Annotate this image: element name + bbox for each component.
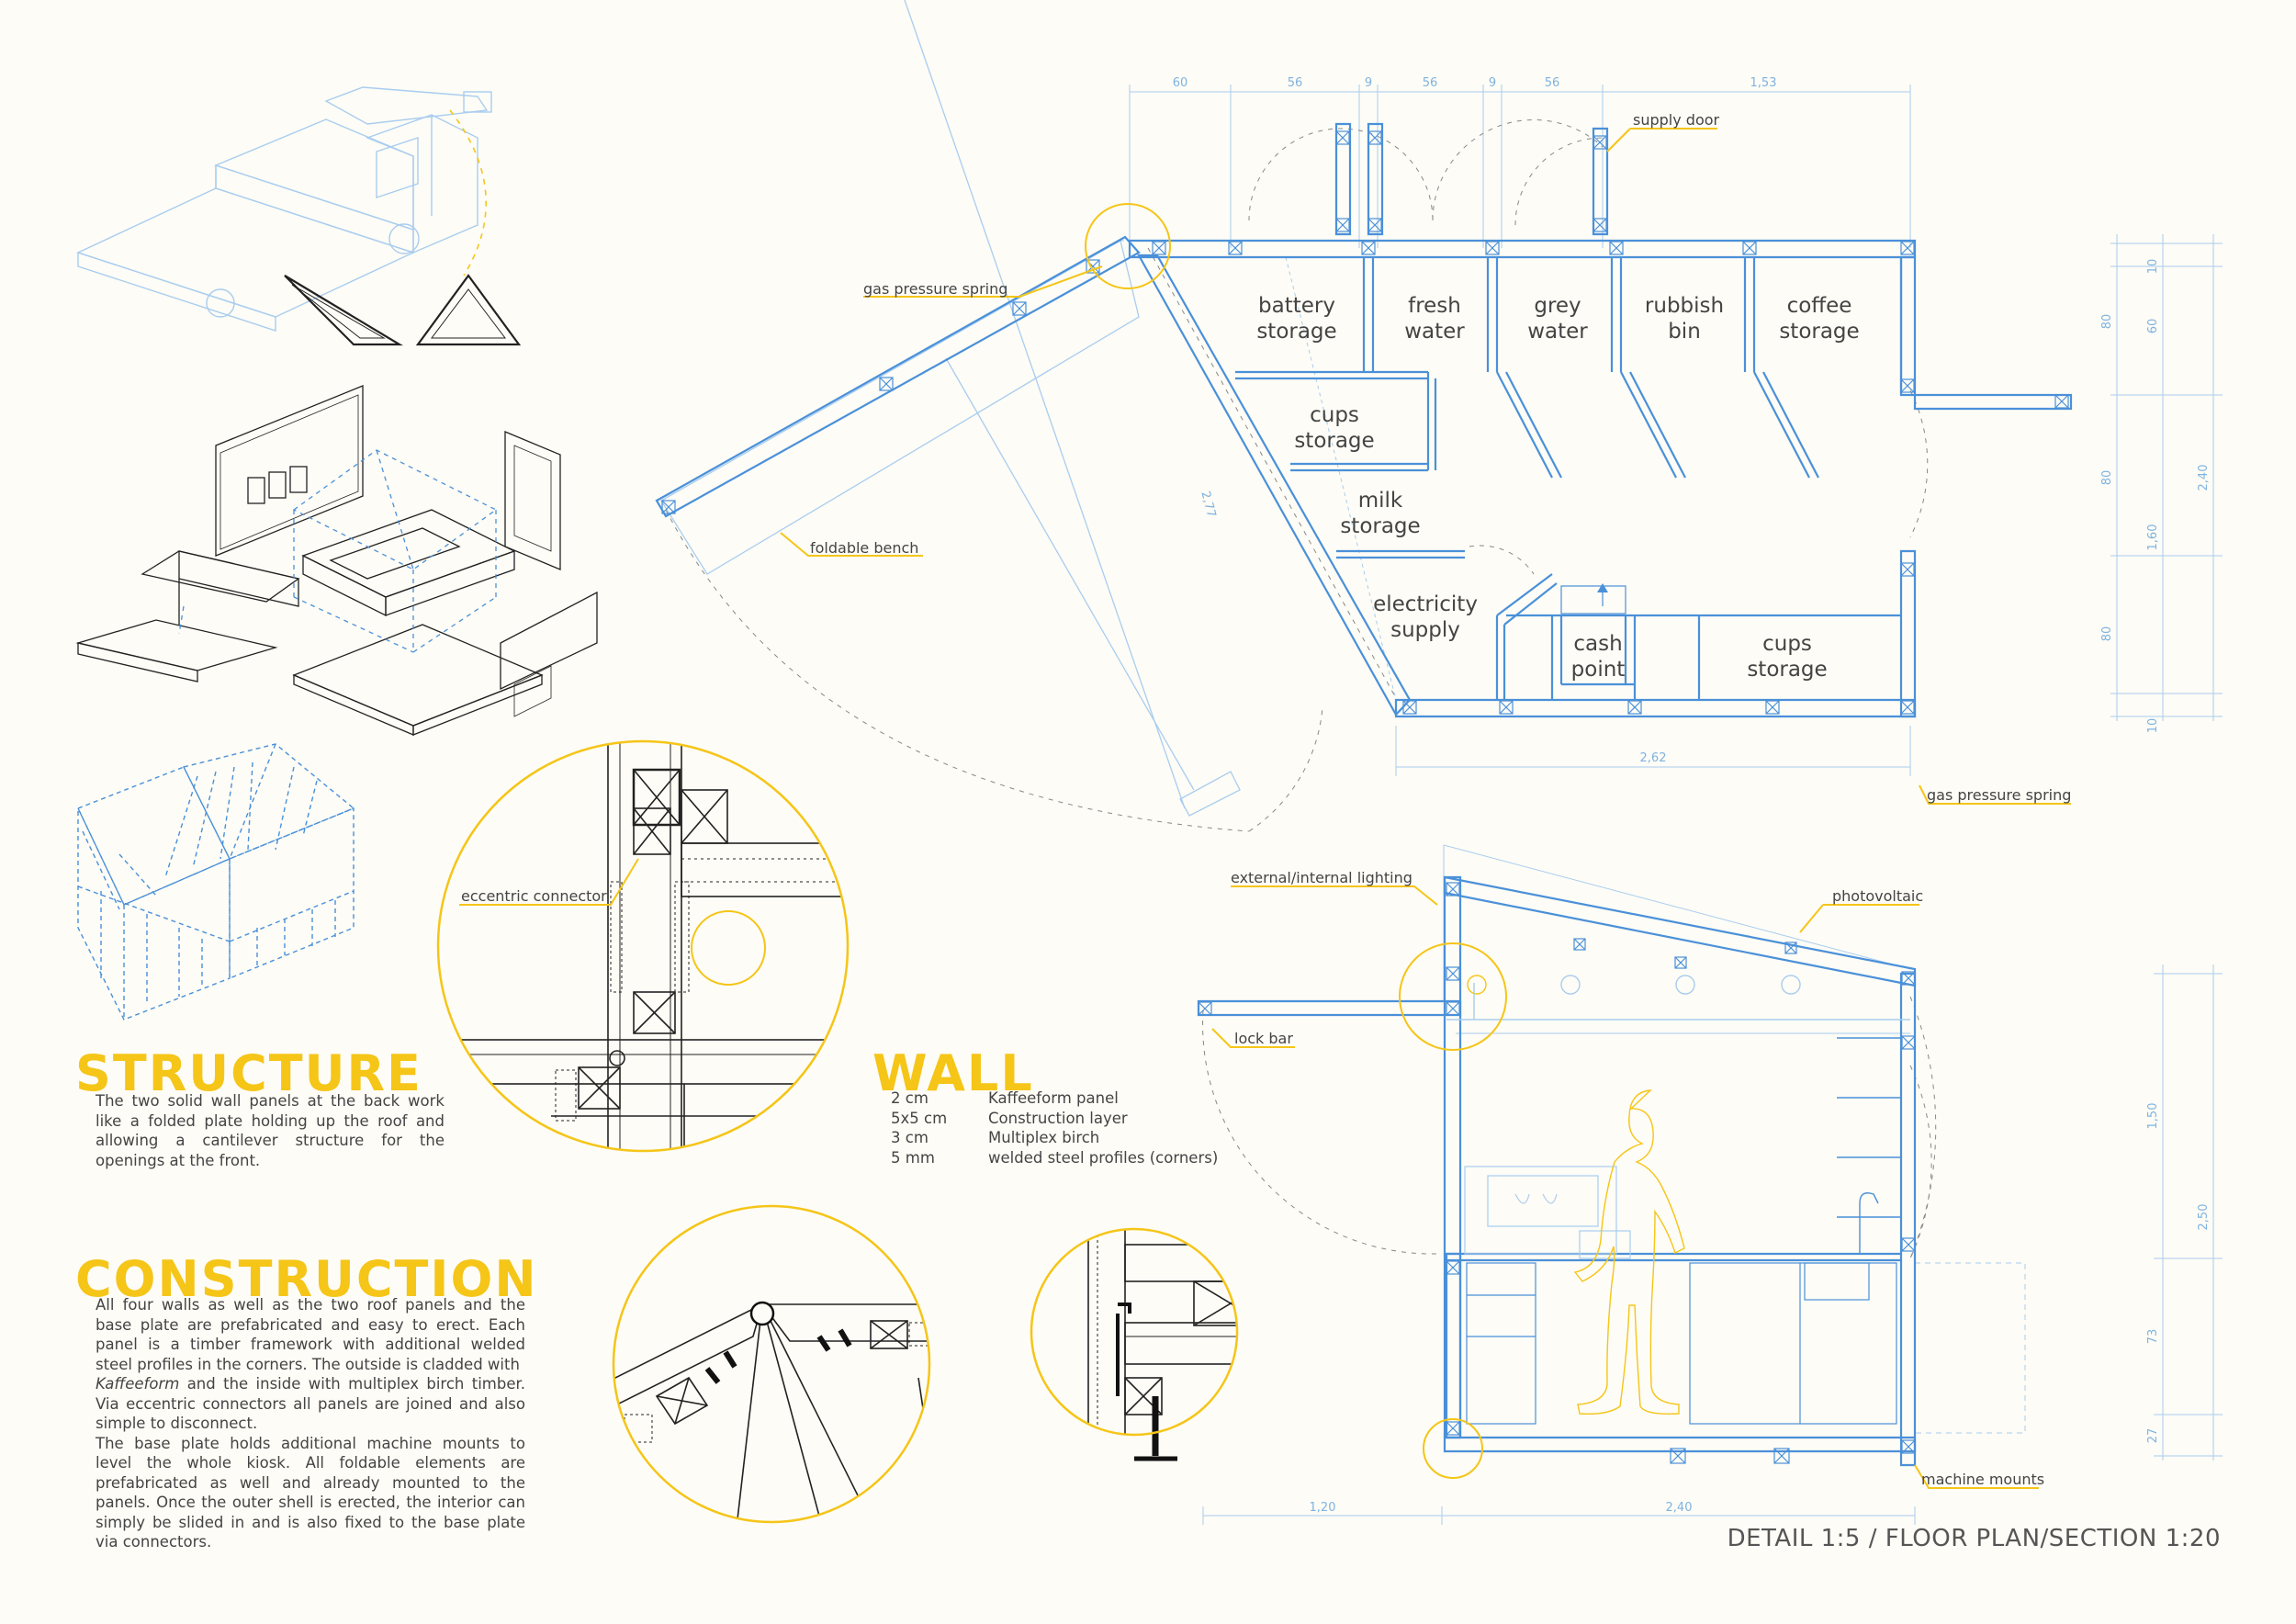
structure-text: The two solid wall panels at the back wo… [96,1091,445,1170]
dim-right-a-4: 80 [2100,626,2114,642]
dim-section-bottom-1: 1,20 [1310,1501,1336,1515]
construction-emphasis: Kaffeeform [96,1375,180,1393]
sheet-footer-title: DETAIL 1:5 / FLOOR PLAN/SECTION 1:20 [1727,1525,2221,1552]
dim-right-a-3: 80 [2100,470,2114,486]
room-grey-water-2: water [1527,320,1588,344]
room-fresh-water-2: water [1404,320,1465,344]
dim-section-right-4: 2,50 [2197,1204,2211,1231]
wall-layer-row: 5x5 cm Construction layer [891,1109,1238,1129]
wall-layer-table: 2 cm Kaffeeform panel 5x5 cm Construction … [891,1088,1238,1167]
room-grey-water-1: grey [1534,294,1581,318]
construction-paragraph-2: The base plate holds additional machine … [96,1434,525,1551]
label-machine-mounts: machine mounts [1921,1471,2044,1488]
dim-section-right-3: 27 [2146,1428,2160,1444]
detail-circle-a: eccentric connector [436,739,850,1153]
dim-top-4: 56 [1423,76,1438,90]
construction-paragraph-1: All four walls as well as the two roof p… [96,1295,525,1434]
wall-layer-material: Construction layer [988,1109,1128,1127]
dim-plan-bottom: 2,62 [1640,751,1667,765]
dim-top-2: 56 [1288,76,1303,90]
room-coffee-storage-2: storage [1779,320,1859,344]
label-lock-bar: lock bar [1234,1030,1293,1047]
wall-layer-row: 3 cm Multiplex birch [891,1128,1238,1148]
room-cash-point-1: cash [1573,632,1622,656]
room-electricity-supply-2: supply [1390,618,1460,642]
roof-triangles [284,274,522,346]
dim-section-right-1: 1,50 [2146,1103,2160,1130]
dim-section-right-2: 73 [2146,1329,2160,1345]
plan-connectors [661,130,2069,715]
room-battery-storage-2: storage [1256,320,1336,344]
wall-layer-row: 5 mm welded steel profiles (corners) [891,1148,1238,1168]
room-battery-storage-1: battery [1258,294,1335,318]
room-electricity-supply-1: electricity [1373,592,1478,616]
room-rubbish-bin-1: rubbish [1645,294,1724,318]
room-coffee-storage-1: coffee [1787,294,1852,318]
room-cups-storage-1b: storage [1294,429,1374,453]
label-gas-pressure-spring-top: gas pressure spring [863,280,1007,298]
room-cash-point-2: point [1571,658,1626,682]
construction-text-1: All four walls as well as the two roof p… [96,1296,525,1373]
dim-top-1: 60 [1173,76,1188,90]
label-supply-door: supply door [1633,111,1720,129]
exploded-kiosk-dashed [178,449,498,653]
wall-layer-material: Kaffeeform panel [988,1089,1119,1107]
dim-right-b-1: 60 [2146,319,2160,334]
detail-circle-b [612,1204,931,1524]
dim-top-5: 9 [1489,76,1496,90]
floor-plan: 60 56 9 56 9 56 1,53 10 80 80 80 10 60 1… [655,0,2223,832]
wall-layer-material: Multiplex birch [988,1129,1100,1146]
plan-rooms: battery storage fresh water grey water r… [1256,294,1859,682]
dim-right-a-2: 80 [2100,314,2114,330]
exploded-kiosk [75,385,598,736]
truck-swing-arc [449,109,487,276]
wireframe-kiosk [77,743,355,1021]
label-gas-pressure-spring-bottom: gas pressure spring [1927,786,2071,804]
construction-text-2: and the inside with multiplex birch timb… [96,1375,525,1432]
room-cups-storage-2b: storage [1747,658,1827,682]
wall-layer-size: 3 cm [891,1129,929,1146]
detail-circle-c [1030,1227,1239,1461]
wall-layer-material: welded steel profiles (corners) [988,1148,1219,1167]
room-milk-storage-2: storage [1340,514,1420,538]
room-milk-storage-1: milk [1358,489,1403,513]
dim-top-3: 9 [1365,76,1372,90]
dim-right-a-1: 10 [2146,259,2160,275]
structure-paragraph: The two solid wall panels at the back wo… [96,1092,445,1169]
dim-right-b-2: 1,60 [2146,524,2160,551]
label-photovoltaic: photovoltaic [1832,887,1923,905]
dim-section-bottom-2: 2,40 [1666,1501,1693,1515]
dim-right-b-3: 2,40 [2197,465,2211,491]
truck-axonometric [76,86,492,332]
dim-right-a-5: 10 [2146,718,2160,734]
wall-heading: WALL [872,1044,1034,1102]
person-silhouette [1573,1089,1685,1415]
label-external-internal-lighting: external/internal lighting [1231,869,1412,886]
label-eccentric-connector: eccentric connector [461,887,607,905]
construction-heading: CONSTRUCTION [75,1250,538,1308]
plan-callouts [780,128,2071,805]
dim-top-6: 56 [1545,76,1560,90]
wall-layer-size: 5 mm [891,1148,935,1167]
label-foldable-bench: foldable bench [810,539,918,557]
wall-layer-row: 2 cm Kaffeeform panel [891,1088,1238,1109]
wall-layer-size: 2 cm [891,1089,929,1107]
section-drawing: 1,50 73 27 2,50 1,20 2,40 [1197,844,2223,1525]
room-cups-storage-2a: cups [1762,632,1812,656]
room-cups-storage-1a: cups [1310,403,1359,427]
room-fresh-water-1: fresh [1408,294,1461,318]
dim-top-7: 1,53 [1750,76,1777,90]
dim-diagonal: 2,77 [1198,490,1218,519]
wall-layer-size: 5x5 cm [891,1109,948,1127]
structure-heading: STRUCTURE [75,1044,422,1102]
room-rubbish-bin-2: bin [1668,320,1701,344]
construction-text: All four walls as well as the two roof p… [96,1295,525,1552]
